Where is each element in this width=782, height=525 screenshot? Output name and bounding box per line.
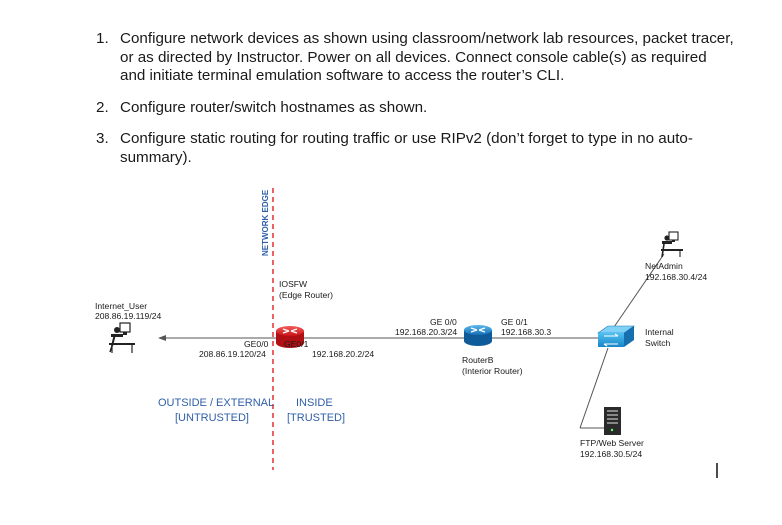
step-text: Configure router/switch hostnames as sho… [120, 98, 428, 116]
inside-zone-label: INSIDE [296, 397, 333, 409]
outside-zone-trust: [UNTRUSTED] [175, 412, 249, 424]
switch-icon [597, 325, 635, 347]
outside-zone-label: OUTSIDE / EXTERNAL [158, 397, 274, 409]
firewall-router-icon [276, 326, 304, 348]
router-icon [464, 325, 492, 346]
step-number: 2. [96, 98, 109, 116]
instruction-step-1: 1. Configure network devices as shown us… [96, 30, 736, 86]
link-switch-netadmin [611, 253, 665, 331]
iosfw-name: IOSFW [279, 279, 308, 289]
instruction-list: 1. Configure network devices as shown us… [96, 30, 736, 180]
inside-zone-trust: [TRUSTED] [287, 412, 345, 424]
step-text: Configure network devices as shown using… [120, 30, 734, 84]
switch-label-2: Switch [645, 338, 671, 348]
internet-user-name: Internet_User [95, 301, 147, 311]
instruction-step-2: 2. Configure router/switch hostnames as … [96, 99, 736, 118]
iosfw-role: (Edge Router) [279, 290, 333, 300]
routerb-ge00-ip: 192.168.20.3/24 [395, 327, 457, 337]
routerb-role: (Interior Router) [462, 366, 523, 376]
netadmin-name: NetAdmin [645, 261, 683, 271]
iosfw-ge00-port: GE0/0 [244, 339, 269, 349]
step-number: 1. [96, 30, 109, 47]
arrow-head-icon [158, 335, 166, 341]
routerb-ge01-ip: 192.168.30.3 [501, 327, 551, 337]
instruction-step-3: 3. Configure static routing for routing … [96, 130, 736, 167]
iosfw-ge01-port: GE0/1 [284, 339, 309, 349]
switch-label-1: Internal [645, 327, 674, 337]
server-icon [604, 407, 621, 435]
network-edge-label: NETWORK EDGE [261, 189, 270, 256]
internet-user-ip: 208.86.19.119/24 [95, 311, 161, 321]
netadmin-ip: 192.168.30.4/24 [645, 272, 707, 282]
routerb-name: RouterB [462, 355, 494, 365]
step-text: Configure static routing for routing tra… [120, 130, 693, 166]
ftp-ip: 192.168.30.5/24 [580, 449, 642, 459]
iosfw-ge01-ip: 192.168.20.2/24 [312, 349, 374, 359]
routerb-ge01-port: GE 0/1 [501, 317, 528, 327]
routerb-ge00-port: GE 0/0 [430, 317, 457, 327]
user-workstation-icon [109, 322, 135, 353]
admin-workstation-icon [661, 231, 683, 258]
iosfw-ge00-ip: 208.86.19.120/24 [199, 349, 266, 359]
link-switch-ftp [579, 347, 609, 429]
ftp-name: FTP/Web Server [580, 438, 644, 448]
step-number: 3. [96, 130, 109, 147]
